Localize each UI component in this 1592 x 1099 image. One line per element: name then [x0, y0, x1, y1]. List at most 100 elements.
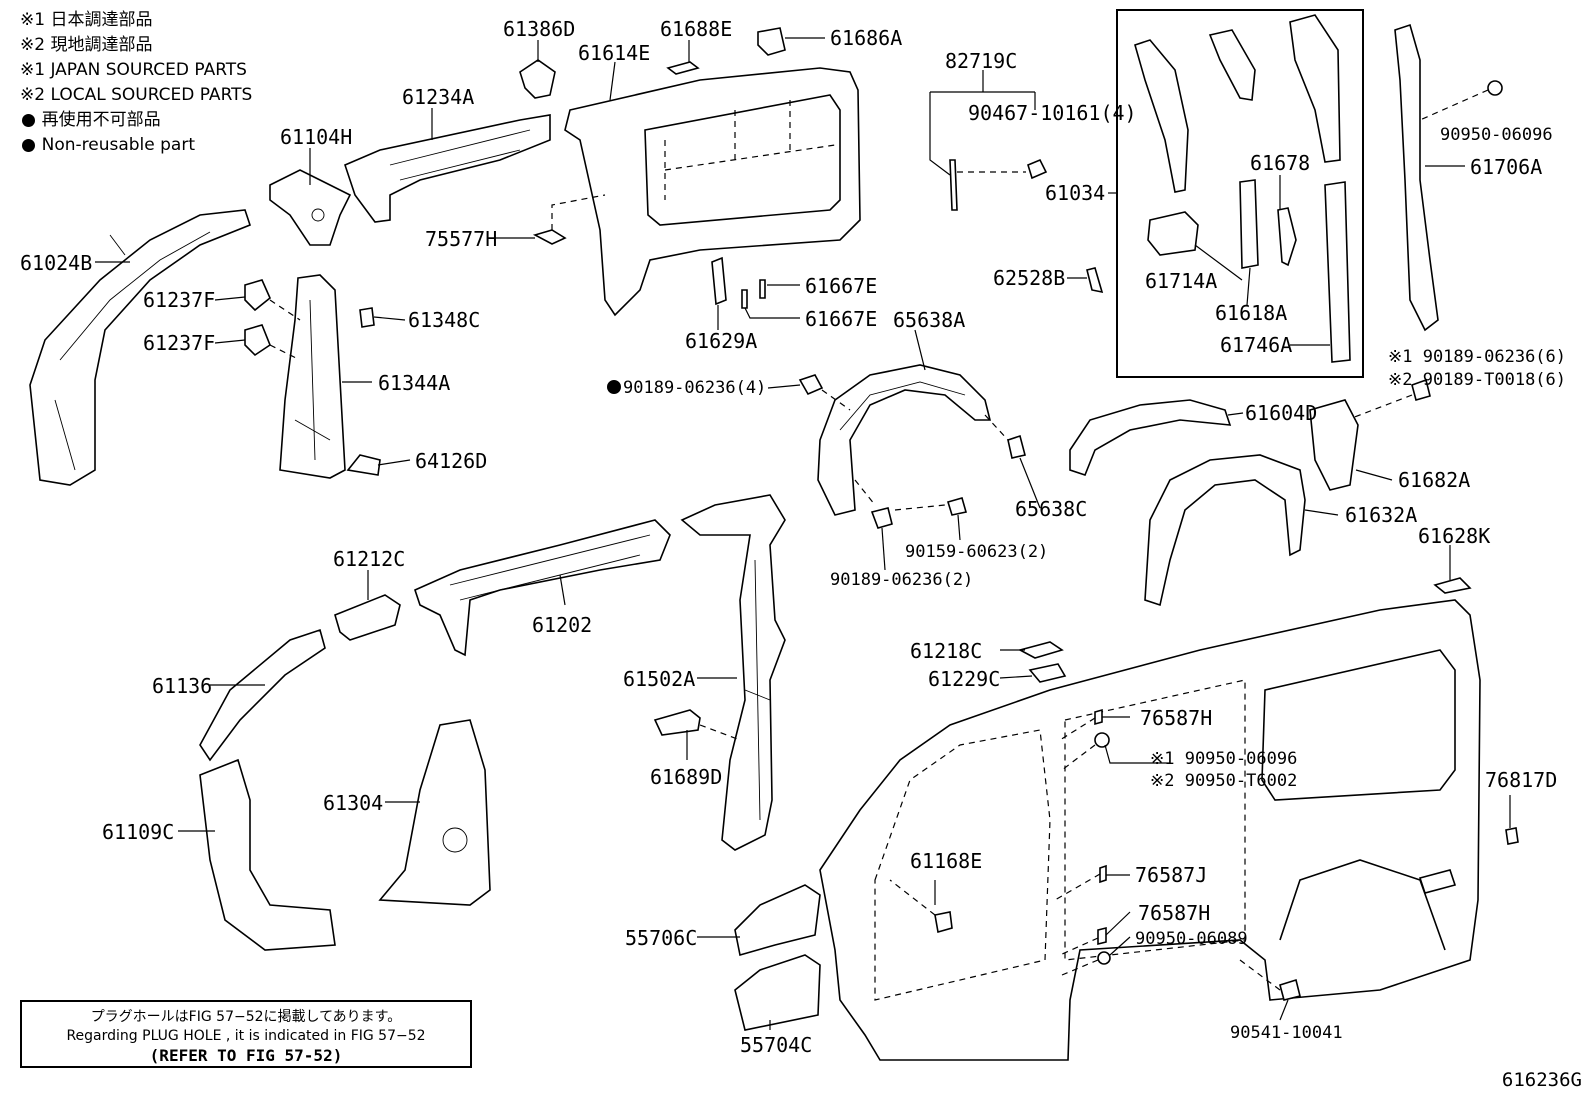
legend-nonreusable-jp: 再使用不可部品 [20, 110, 161, 130]
label-62528b[interactable]: 62528B [993, 266, 1065, 290]
label-61746a[interactable]: 61746A [1220, 333, 1292, 357]
label-61202[interactable]: 61202 [532, 613, 592, 637]
label-61034[interactable]: 61034 [1045, 181, 1105, 205]
part-64126d-drawing [346, 454, 381, 476]
label-61628k[interactable]: 61628K [1418, 524, 1490, 548]
label-61502a[interactable]: 61502A [623, 667, 695, 691]
label-61168e[interactable]: 61168E [910, 849, 982, 873]
label-76587h-lower[interactable]: 76587H [1138, 901, 1210, 925]
label-61304[interactable]: 61304 [323, 791, 383, 815]
label-61109c[interactable]: 61109C [102, 820, 174, 844]
leader-65638c-dash [984, 414, 1009, 441]
label-61706a[interactable]: 61706A [1470, 155, 1542, 179]
label-61104h[interactable]: 61104H [280, 125, 352, 149]
part-61237f-lower-drawing [244, 324, 271, 357]
part-61667e-lower-drawing [741, 289, 748, 309]
legend: ※1 日本調達部品 ※2 現地調達部品 ※1 JAPAN SOURCED PAR… [20, 8, 252, 158]
label-61682a[interactable]: 61682A [1398, 468, 1470, 492]
leader-61689d-dash [699, 724, 741, 741]
label-61614e[interactable]: 61614E [578, 41, 650, 65]
label-82719c[interactable]: 82719C [945, 49, 1017, 73]
label-90541[interactable]: 90541-10041 [1230, 1023, 1343, 1043]
part-61229c-drawing [1028, 663, 1067, 683]
label-90159[interactable]: 90159-60623(2) [905, 542, 1048, 562]
part-90189-06236-2-drawing [870, 507, 893, 529]
part-90950-06096-top-drawing [1487, 80, 1503, 96]
label-90189-06236-2[interactable]: 90189-06236(2) [830, 570, 973, 590]
label-65638c[interactable]: 65638C [1015, 497, 1087, 521]
label-61667e-lower[interactable]: 61667E [805, 307, 877, 331]
part-61136-drawing [199, 628, 326, 762]
part-90159-drawing [946, 497, 968, 516]
label-61344a[interactable]: 61344A [378, 371, 450, 395]
label-76587h-upper[interactable]: 76587H [1140, 706, 1212, 730]
label-61229c[interactable]: 61229C [928, 667, 1000, 691]
label-90950-06096-body[interactable]: ※1 90950-06096 [1150, 749, 1297, 769]
label-61604d[interactable]: 61604D [1245, 401, 1317, 425]
label-65638a[interactable]: 65638A [893, 308, 965, 332]
part-90541-drawing [1279, 978, 1301, 1001]
label-90189-06236-6[interactable]: ※1 90189-06236(6) [1388, 347, 1566, 367]
label-61618a[interactable]: 61618A [1215, 301, 1287, 325]
part-55706c-drawing [734, 884, 821, 957]
part-90950-06096-body-drawing [1094, 732, 1110, 748]
legend-dot-jp [22, 114, 35, 127]
part-61212c-drawing [334, 594, 401, 641]
label-61218c[interactable]: 61218C [910, 639, 982, 663]
label-90950-06089[interactable]: 90950-06089 [1135, 929, 1248, 949]
legend-local-jp: ※2 現地調達部品 [20, 35, 153, 55]
label-76817d[interactable]: 76817D [1485, 768, 1557, 792]
part-labels: 61386D 61688E 61686A 61614E 82719C 61234… [20, 17, 1566, 1057]
label-55706c[interactable]: 55706C [625, 926, 697, 950]
leader-90541-dash [1239, 959, 1281, 991]
label-61678[interactable]: 61678 [1250, 151, 1310, 175]
label-90467[interactable]: 90467-10161(4) [968, 101, 1137, 125]
label-61386d[interactable]: 61386D [503, 17, 575, 41]
note-en: Regarding PLUG HOLE , it is indicated in… [66, 1028, 426, 1044]
part-90467-clip-drawing [1027, 158, 1048, 180]
part-61168e-drawing [934, 911, 953, 934]
label-76587j[interactable]: 76587J [1135, 863, 1207, 887]
label-61212c[interactable]: 61212C [333, 547, 405, 571]
legend-japan-en: ※1 JAPAN SOURCED PARTS [20, 60, 247, 80]
label-61688e[interactable]: 61688E [660, 17, 732, 41]
part-body-side-outer-drawing [819, 599, 1481, 1061]
label-90189-06236-4[interactable]: 90189-06236(4) [623, 378, 766, 398]
label-75577h[interactable]: 75577H [425, 227, 497, 251]
label-61714a[interactable]: 61714A [1145, 269, 1217, 293]
note-jp: プラグホールはFIG 57−52に掲載してあります。 [90, 1009, 402, 1025]
label-90950-06096-top[interactable]: 90950-06096 [1440, 125, 1553, 145]
label-61234a[interactable]: 61234A [402, 85, 474, 109]
leader-lines [95, 37, 1511, 1030]
part-61386d-drawing [519, 59, 556, 99]
label-61689d[interactable]: 61689D [650, 765, 722, 789]
label-61237f-lower[interactable]: 61237F [143, 331, 215, 355]
part-61024b-drawing [29, 209, 251, 486]
label-61686a[interactable]: 61686A [830, 26, 902, 50]
label-61629a[interactable]: 61629A [685, 329, 757, 353]
leader-61168e-dash [889, 879, 936, 916]
part-61034-subparts-drawing [1134, 14, 1351, 363]
label-90950-t6002[interactable]: ※2 90950-T6002 [1150, 771, 1297, 791]
label-61237f-upper[interactable]: 61237F [143, 288, 215, 312]
label-61667e-upper[interactable]: 61667E [805, 274, 877, 298]
nonreusable-dot-90189-06236-4 [607, 380, 621, 394]
label-61136[interactable]: 61136 [152, 674, 212, 698]
part-61629a-drawing [711, 256, 727, 306]
part-61604d-drawing [1069, 399, 1232, 476]
part-76587j-drawing [1099, 864, 1107, 884]
label-64126d[interactable]: 64126D [415, 449, 487, 473]
leader-90189-06236-4-dash [821, 389, 851, 411]
part-62528b-drawing [1086, 267, 1104, 294]
part-55704c-drawing [734, 954, 821, 1031]
label-90189-t0018-6[interactable]: ※2 90189-T0018(6) [1388, 370, 1566, 390]
label-61348c[interactable]: 61348C [408, 308, 480, 332]
leader-76587h-lower-dash [1059, 937, 1099, 976]
label-61024b[interactable]: 61024B [20, 251, 92, 275]
part-61344a-drawing [279, 274, 346, 479]
note-ref[interactable]: (REFER TO FIG 57-52) [149, 1046, 343, 1065]
part-82719c-drawing [949, 159, 958, 211]
label-55704c[interactable]: 55704C [740, 1033, 812, 1057]
label-61632a[interactable]: 61632A [1345, 503, 1417, 527]
